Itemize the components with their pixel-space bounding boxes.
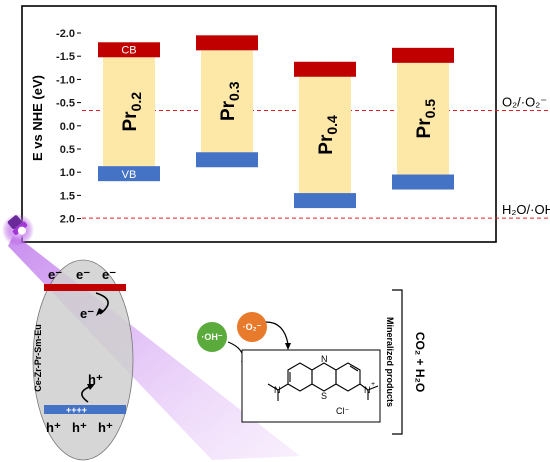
sample-label: Pr0.2: [120, 92, 144, 132]
y-axis-label: E vs NHE (eV): [30, 75, 45, 161]
catalyst-vb: [44, 405, 126, 414]
products-label: CO₂ + H₂O: [413, 332, 427, 392]
reference-label: O₂/·O₂⁻: [502, 94, 547, 109]
superoxide-label: ·O₂⁻: [243, 322, 262, 332]
sample-label: Pr0.3: [218, 81, 242, 121]
y-tick-label: -1.0: [56, 74, 75, 86]
moving-hole: h⁺: [88, 372, 103, 387]
y-axis-ticks: -2.0 -1.5 -1.0 -0.5 0.0 0.5 1.0 1.5 2.0: [56, 28, 81, 226]
superoxide-attack-arrow: [265, 321, 289, 345]
counter-ion: Cl⁻: [336, 406, 349, 416]
y-tick-label: 2.0: [60, 214, 75, 226]
lamp-icon: [7, 215, 28, 235]
cb-bar: [196, 35, 258, 51]
hole-arrow-head: [87, 384, 95, 390]
oh-radical-label: ·OH⁻: [201, 332, 222, 342]
n-dimethyl-right: N: [364, 385, 371, 395]
y-tick-label: -1.5: [56, 51, 75, 63]
y-tick-label: -2.0: [56, 28, 75, 40]
molecule-box: [241, 349, 381, 423]
catalyst-particle: ++++ e⁻ e⁻ e⁻ e⁻ h⁺ h⁺ h⁺ h⁺ Ce-Zr-Pr-Sm…: [32, 259, 134, 461]
electron-2: e⁻: [76, 267, 90, 282]
y-tick-label: 1.5: [60, 190, 75, 202]
vb-label: VB: [122, 169, 137, 181]
catalyst-label: Ce-Zr-Pr-Sm-Eu: [33, 324, 43, 392]
band-chart: E vs NHE (eV) -2.0 -1.5 -1.0 -0.5 0.0 0.5 1.0 1…: [21, 5, 548, 243]
products-bracket: [392, 289, 403, 435]
band-gap-bar: [397, 62, 449, 175]
y-tick-label: -0.5: [56, 98, 75, 110]
sample-label: Pr0.5: [414, 99, 438, 139]
hole-3: h⁺: [98, 420, 113, 435]
y-tick-label: 0.0: [60, 121, 75, 133]
vb-hole-marks: ++++: [66, 405, 87, 415]
vb-bar: [392, 174, 454, 190]
n-plus-charge: +: [371, 381, 375, 388]
band-gap-bar: [299, 76, 351, 194]
methylene-blue-molecule: N S N N + Cl⁻: [241, 349, 381, 423]
hole-1: h⁺: [46, 420, 61, 435]
electron-arrow-head: [96, 308, 104, 316]
cb-bar: [98, 42, 160, 58]
cb-bar: [392, 47, 454, 63]
products: Mineralized products CO₂ + H₂O: [385, 289, 427, 435]
vb-bar: [98, 166, 160, 182]
catalyst-cb: [44, 284, 126, 291]
vb-bar: [196, 152, 258, 168]
band-gap-bar: [201, 50, 253, 153]
y-tick-label: 0.5: [60, 144, 75, 156]
superoxide-circle: [237, 312, 267, 342]
n-atom: N: [321, 354, 328, 364]
cb-label: CB: [121, 44, 136, 56]
y-tick-label: 1.0: [60, 167, 75, 179]
oh-radical-circle: [197, 322, 227, 352]
radicals: ·OH⁻ ·O₂⁻: [197, 312, 291, 368]
sample-label: Pr0.4: [316, 115, 340, 155]
vb-bar: [294, 193, 356, 209]
mineralized-label: Mineralized products: [385, 317, 395, 407]
band-gap-bar: [103, 57, 155, 167]
reference-label: H₂O/·OH⁻: [502, 202, 550, 217]
moving-electron: e⁻: [80, 306, 94, 321]
n-dimethyl-left: N: [274, 385, 281, 395]
hole-2: h⁺: [72, 420, 87, 435]
cb-bar: [294, 61, 356, 77]
reference-labels: O₂/·O₂⁻ H₂O/·OH⁻: [502, 94, 550, 217]
electron-3: e⁻: [102, 267, 116, 282]
electron-1: e⁻: [48, 267, 62, 282]
s-atom: S: [321, 391, 327, 401]
